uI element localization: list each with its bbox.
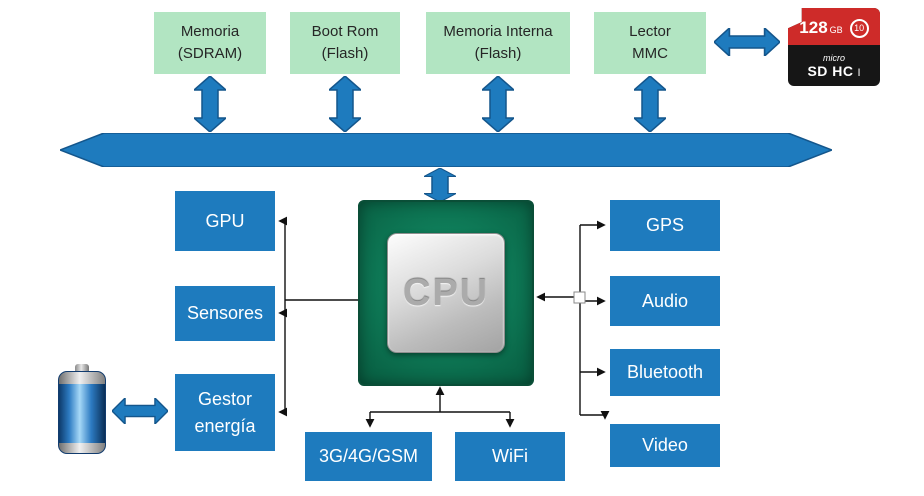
module-3g4ggsm: 3G/4G/GSM: [305, 432, 432, 481]
module-memoria-sdram: Memoria (SDRAM): [154, 12, 266, 74]
battery-body: [58, 371, 106, 454]
sd-brand-type: SD HC: [807, 62, 854, 79]
module-lector-mmc: Lector MMC: [594, 12, 706, 74]
module-wifi: WiFi: [455, 432, 565, 481]
system-bus: [60, 133, 832, 167]
battery-icon: [58, 364, 106, 454]
sd-unit: GB: [829, 25, 843, 36]
module-gps: GPS: [610, 200, 720, 251]
sd-uhs-mark: I: [857, 66, 861, 79]
battery-link-arrow-icon: [112, 398, 168, 424]
cpu-heat-spreader: CPU: [387, 233, 505, 353]
sd-class-badge: 10: [849, 18, 869, 38]
bus-arrow-cpu-icon: [424, 168, 456, 202]
cpu-chip: CPU: [358, 200, 534, 386]
connector-junction-handle: [573, 291, 586, 304]
bus-arrow-interna-icon: [482, 76, 514, 132]
module-sensores: Sensores: [175, 286, 275, 341]
bus-arrow-bootrom-icon: [329, 76, 361, 132]
cpu-label: CPU: [402, 271, 490, 314]
module-bluetooth: Bluetooth: [610, 349, 720, 396]
module-audio: Audio: [610, 276, 720, 326]
module-gestor-energia: Gestor energía: [175, 374, 275, 451]
module-boot-rom: Boot Rom (Flash): [290, 12, 400, 74]
module-gpu: GPU: [175, 191, 275, 251]
bus-arrow-mmc-icon: [634, 76, 666, 132]
sd-brand-micro: micro: [823, 52, 845, 63]
module-memoria-interna: Memoria Interna (Flash): [426, 12, 570, 74]
battery-terminal: [75, 364, 89, 372]
bus-arrow-sdram-icon: [194, 76, 226, 132]
battery-top-band: [59, 372, 105, 384]
battery-bottom-band: [59, 443, 105, 453]
sd-link-arrow-icon: [714, 28, 780, 56]
module-video: Video: [610, 424, 720, 467]
